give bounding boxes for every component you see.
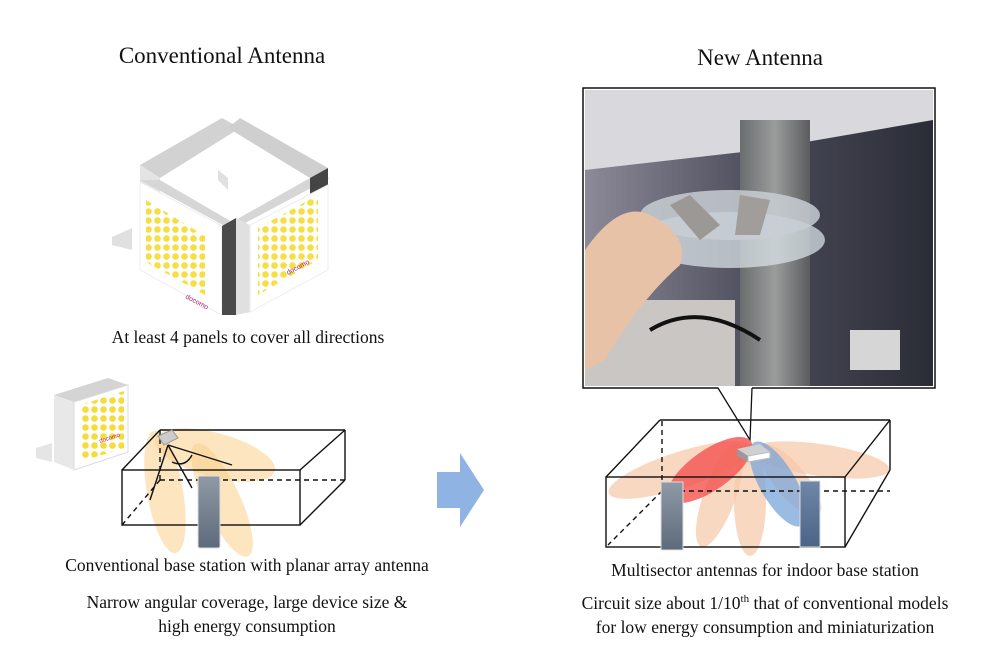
conventional-room-illustration — [121, 428, 346, 557]
new-antenna-title: New Antenna — [697, 45, 823, 70]
conventional-station-caption: Conventional base station with planar ar… — [65, 555, 429, 575]
new-antenna-photo — [582, 87, 936, 443]
conventional-desc-line1: Narrow angular coverage, large device si… — [86, 592, 408, 612]
new-desc-post: that of conventional models — [749, 593, 949, 613]
new-desc-pre: Circuit size about 1/10 — [581, 593, 741, 613]
conventional-desc-line2: high energy consumption — [158, 616, 336, 636]
new-desc-line2: for low energy consumption and miniaturi… — [595, 617, 935, 637]
conventional-antenna-title: Conventional Antenna — [118, 43, 326, 68]
new-desc-sup: th — [740, 593, 750, 606]
multisector-room-illustration — [605, 419, 891, 556]
arrow-right-icon — [437, 453, 484, 527]
multisector-station-caption: Multisector antennas for indoor base sta… — [611, 560, 919, 580]
four-panel-cube-icon: docomo docomo — [112, 118, 330, 316]
panel-caption: At least 4 panels to cover all direction… — [111, 327, 385, 347]
new-desc-line1: Circuit size about 1/10th that of conven… — [582, 593, 949, 614]
planar-panel-icon: docomo — [36, 378, 129, 471]
